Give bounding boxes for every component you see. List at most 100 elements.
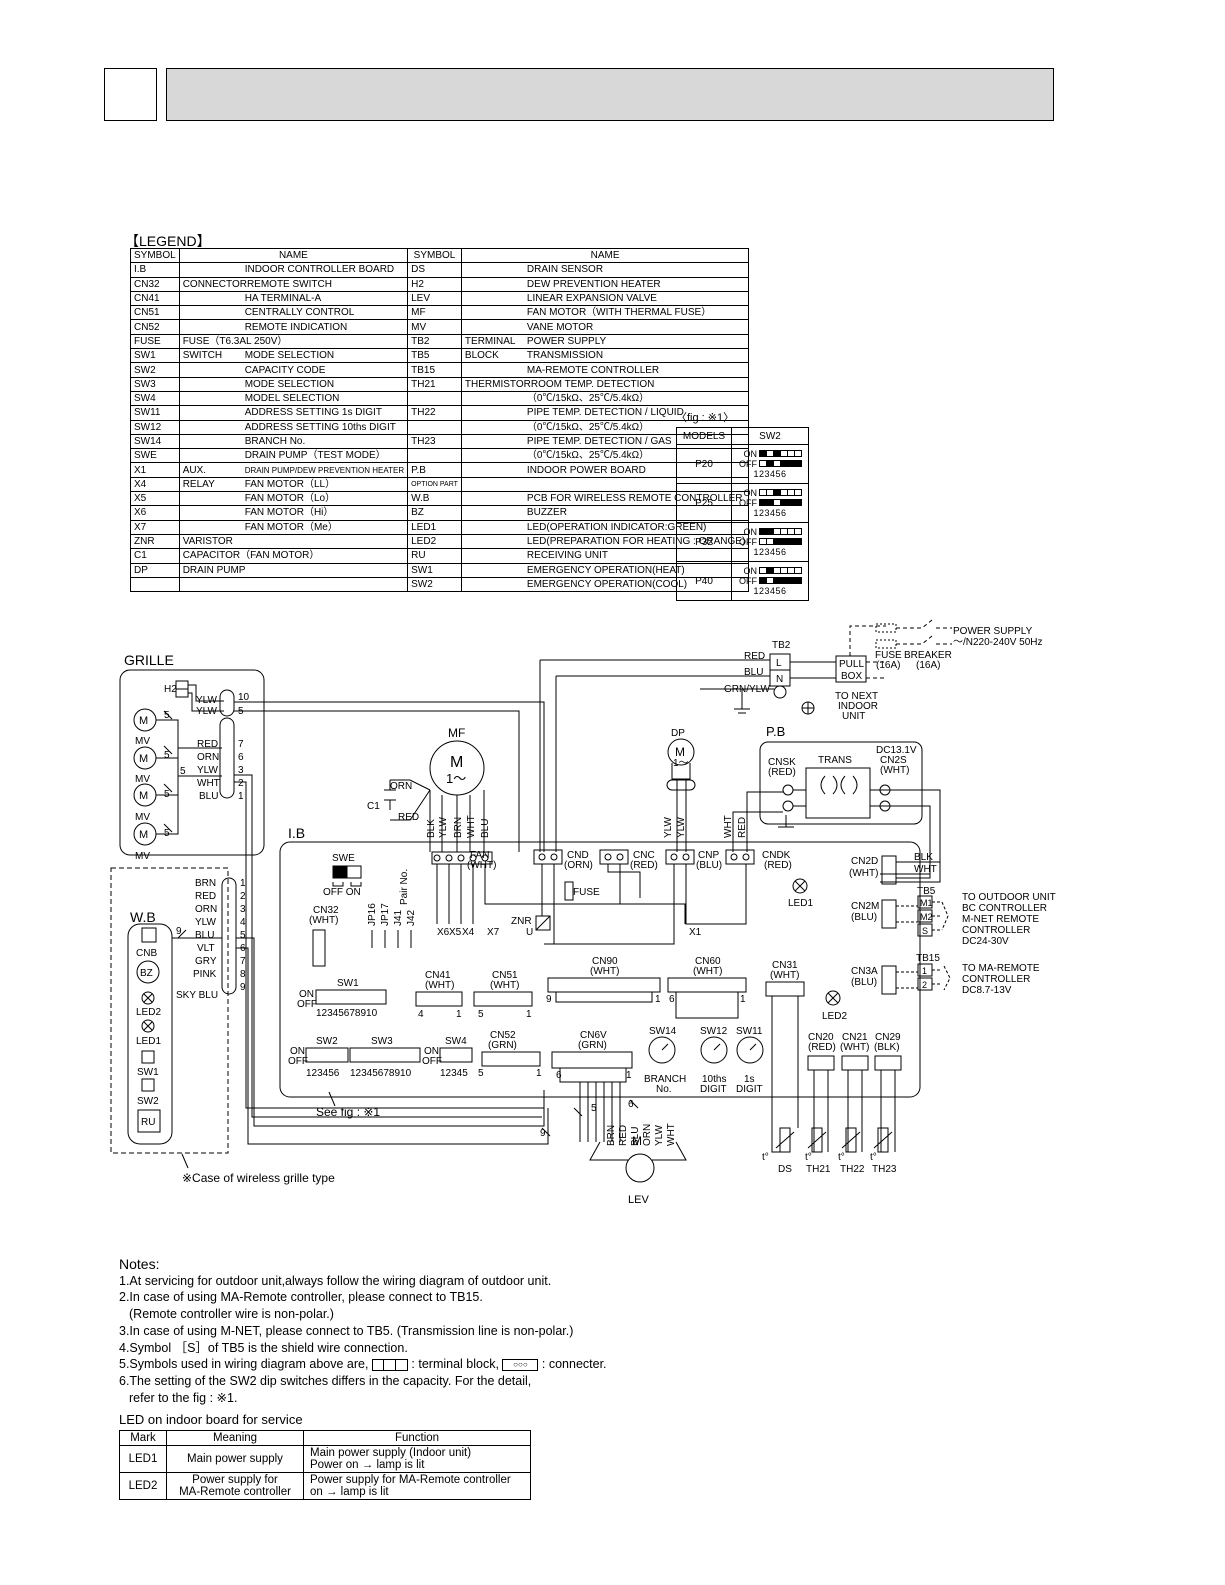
led-row1-meaning: Main power supply: [166, 1445, 304, 1473]
label-tb15: TB15: [916, 953, 940, 964]
sw14-3: No.: [656, 1084, 672, 1095]
legend-name-text: LED(PREPARATION FOR HEATING : ORANGE): [526, 536, 746, 548]
cn60-1: CN60: [695, 956, 721, 967]
lev-wire-orn: ORN: [642, 1124, 653, 1146]
label-trans: TRANS: [818, 755, 852, 766]
sw12-2: 10ths: [702, 1074, 726, 1085]
led-row1-function: Main power supply (Indoor unit)Power on …: [303, 1445, 531, 1473]
relay-x6: X6: [437, 927, 450, 938]
sw1-on: ON: [299, 989, 314, 1000]
legend-name-text: ROOM TEMP. DETECTION: [530, 378, 655, 390]
led-row1-function-1: Main power supply (Indoor unit): [310, 1447, 472, 1459]
note-2b: (Remote controller wire is non-polar.): [129, 1307, 334, 1322]
led-row2-meaning-2: MA-Remote controller: [179, 1486, 291, 1498]
cn2d-1: CN2D: [851, 856, 878, 867]
lev-wire-blu: BLU: [630, 1127, 641, 1146]
fig-on-label: ON: [743, 527, 758, 537]
pin-5: 5: [238, 706, 244, 717]
transformer: [805, 767, 871, 819]
mf-wire-blu: BLU: [480, 819, 491, 838]
sw4-on: ON: [424, 1046, 439, 1057]
jumper-jp17: JP17: [380, 903, 391, 926]
lev-wire-wht: WHT: [666, 1123, 677, 1146]
wb-wire-pink: PINK: [193, 969, 217, 980]
wire-count-5b: 5: [164, 750, 170, 761]
legend-group: BLOCK: [464, 350, 499, 362]
sw14-1: SW14: [649, 1026, 677, 1037]
cn2m-1: CN2M: [851, 901, 879, 912]
legend-name-text: （0℃/15kΩ、25℃/5.4kΩ）: [526, 450, 650, 462]
wb-pin-2: 2: [240, 891, 246, 902]
tb2-wire-blu: BLU: [744, 667, 763, 678]
tb2-wire-grnylw: GRN/YLW: [724, 684, 770, 695]
tb5-dest-1: TO OUTDOOR UNIT: [962, 892, 1056, 903]
cnp-2: (BLU): [696, 860, 722, 871]
tb15-1: 1: [922, 966, 927, 976]
power-supply-1: POWER SUPPLY: [953, 626, 1033, 637]
pin-10: 10: [238, 692, 250, 703]
legend-name-text: ADDRESS SETTING 10ths DIGIT: [244, 421, 396, 433]
cn29-1: CN29: [875, 1032, 901, 1043]
therm-th23: TH23: [872, 1164, 897, 1175]
label-mv-m3: M: [139, 790, 148, 802]
legend-group: AUX.: [182, 464, 207, 476]
cn2d-wire-wht: WHT: [914, 864, 937, 875]
legend-name-text: POWER SUPPLY: [526, 335, 607, 347]
power-supply-2: ～/N220-240V 50Hz: [953, 637, 1043, 648]
legend-name-text: FAN MOTOR（Hi）: [244, 507, 334, 519]
legend-name-text: FAN MOTOR（Lo）: [244, 493, 336, 505]
wb-wire-gry: GRY: [195, 956, 217, 967]
section-number-box: [104, 68, 157, 121]
legend-name-text: DEW PREVENTION HEATER: [526, 278, 661, 290]
grille-wire-orn: ORN: [197, 752, 219, 763]
label-lev: LEV: [628, 1194, 649, 1206]
fig-on-label: ON: [743, 488, 758, 498]
cnsk-2: (RED): [768, 767, 796, 778]
cn52-2: (GRN): [488, 1040, 517, 1051]
label-mf: MF: [448, 726, 465, 740]
tb15-dest-1: TO MA-REMOTE: [962, 963, 1040, 974]
wireless-note: ※Case of wireless grille type: [182, 1171, 335, 1185]
legend-name-text: EMERGENCY OPERATION(HEAT): [526, 564, 685, 576]
relay-x4: X4: [462, 927, 475, 938]
cn21-1: CN21: [842, 1032, 868, 1043]
lev-wire-ylw: YLW: [654, 1125, 665, 1146]
fig-model: P40: [676, 561, 732, 601]
legend-name-text: ADDRESS SETTING 1s DIGIT: [244, 407, 382, 419]
led-row1-mark: LED1: [119, 1445, 167, 1473]
led-row2-meaning-1: Power supply for: [192, 1474, 278, 1486]
label-mv3: MV: [135, 812, 150, 823]
cn52-1: CN52: [490, 1030, 516, 1041]
fig-model: P25: [676, 483, 732, 523]
fig-on-label: ON: [743, 566, 758, 576]
fig-off-label: OFF: [739, 498, 757, 508]
legend-name-text: PIPE TEMP. DETECTION / GAS: [526, 436, 672, 447]
cn29-2: (BLK): [874, 1042, 900, 1053]
relay-x7: X7: [487, 927, 500, 938]
wb-led1: LED1: [136, 1036, 161, 1047]
cn32-2: (WHT): [309, 915, 338, 926]
pin-3: 3: [238, 765, 244, 776]
lev-wire-red: RED: [618, 1125, 629, 1146]
cn6v-1: CN6V: [580, 1030, 607, 1041]
note-6b: refer to the fig : ※1.: [129, 1390, 238, 1405]
note-5b: : terminal block,: [411, 1357, 499, 1372]
label-wb: W.B: [130, 909, 156, 925]
cn60-pin1: 1: [740, 994, 746, 1005]
pb-wire-red: RED: [737, 817, 748, 838]
relay-x5: X5: [449, 927, 462, 938]
label-pb: P.B: [766, 724, 785, 739]
led-header-meaning: Meaning: [166, 1430, 304, 1446]
label-sw4: SW4: [445, 1036, 467, 1047]
wb-pin-1: 1: [240, 878, 246, 889]
legend-name-text: VANE MOTOR: [526, 321, 594, 333]
sw1-off: OFF: [297, 999, 317, 1010]
dp-wire-ylw2: YLW: [676, 817, 687, 838]
cnc-2: (RED): [630, 860, 658, 871]
next-unit-2: INDOOR: [838, 701, 878, 712]
legend-group: THERMISTOR: [464, 378, 531, 390]
